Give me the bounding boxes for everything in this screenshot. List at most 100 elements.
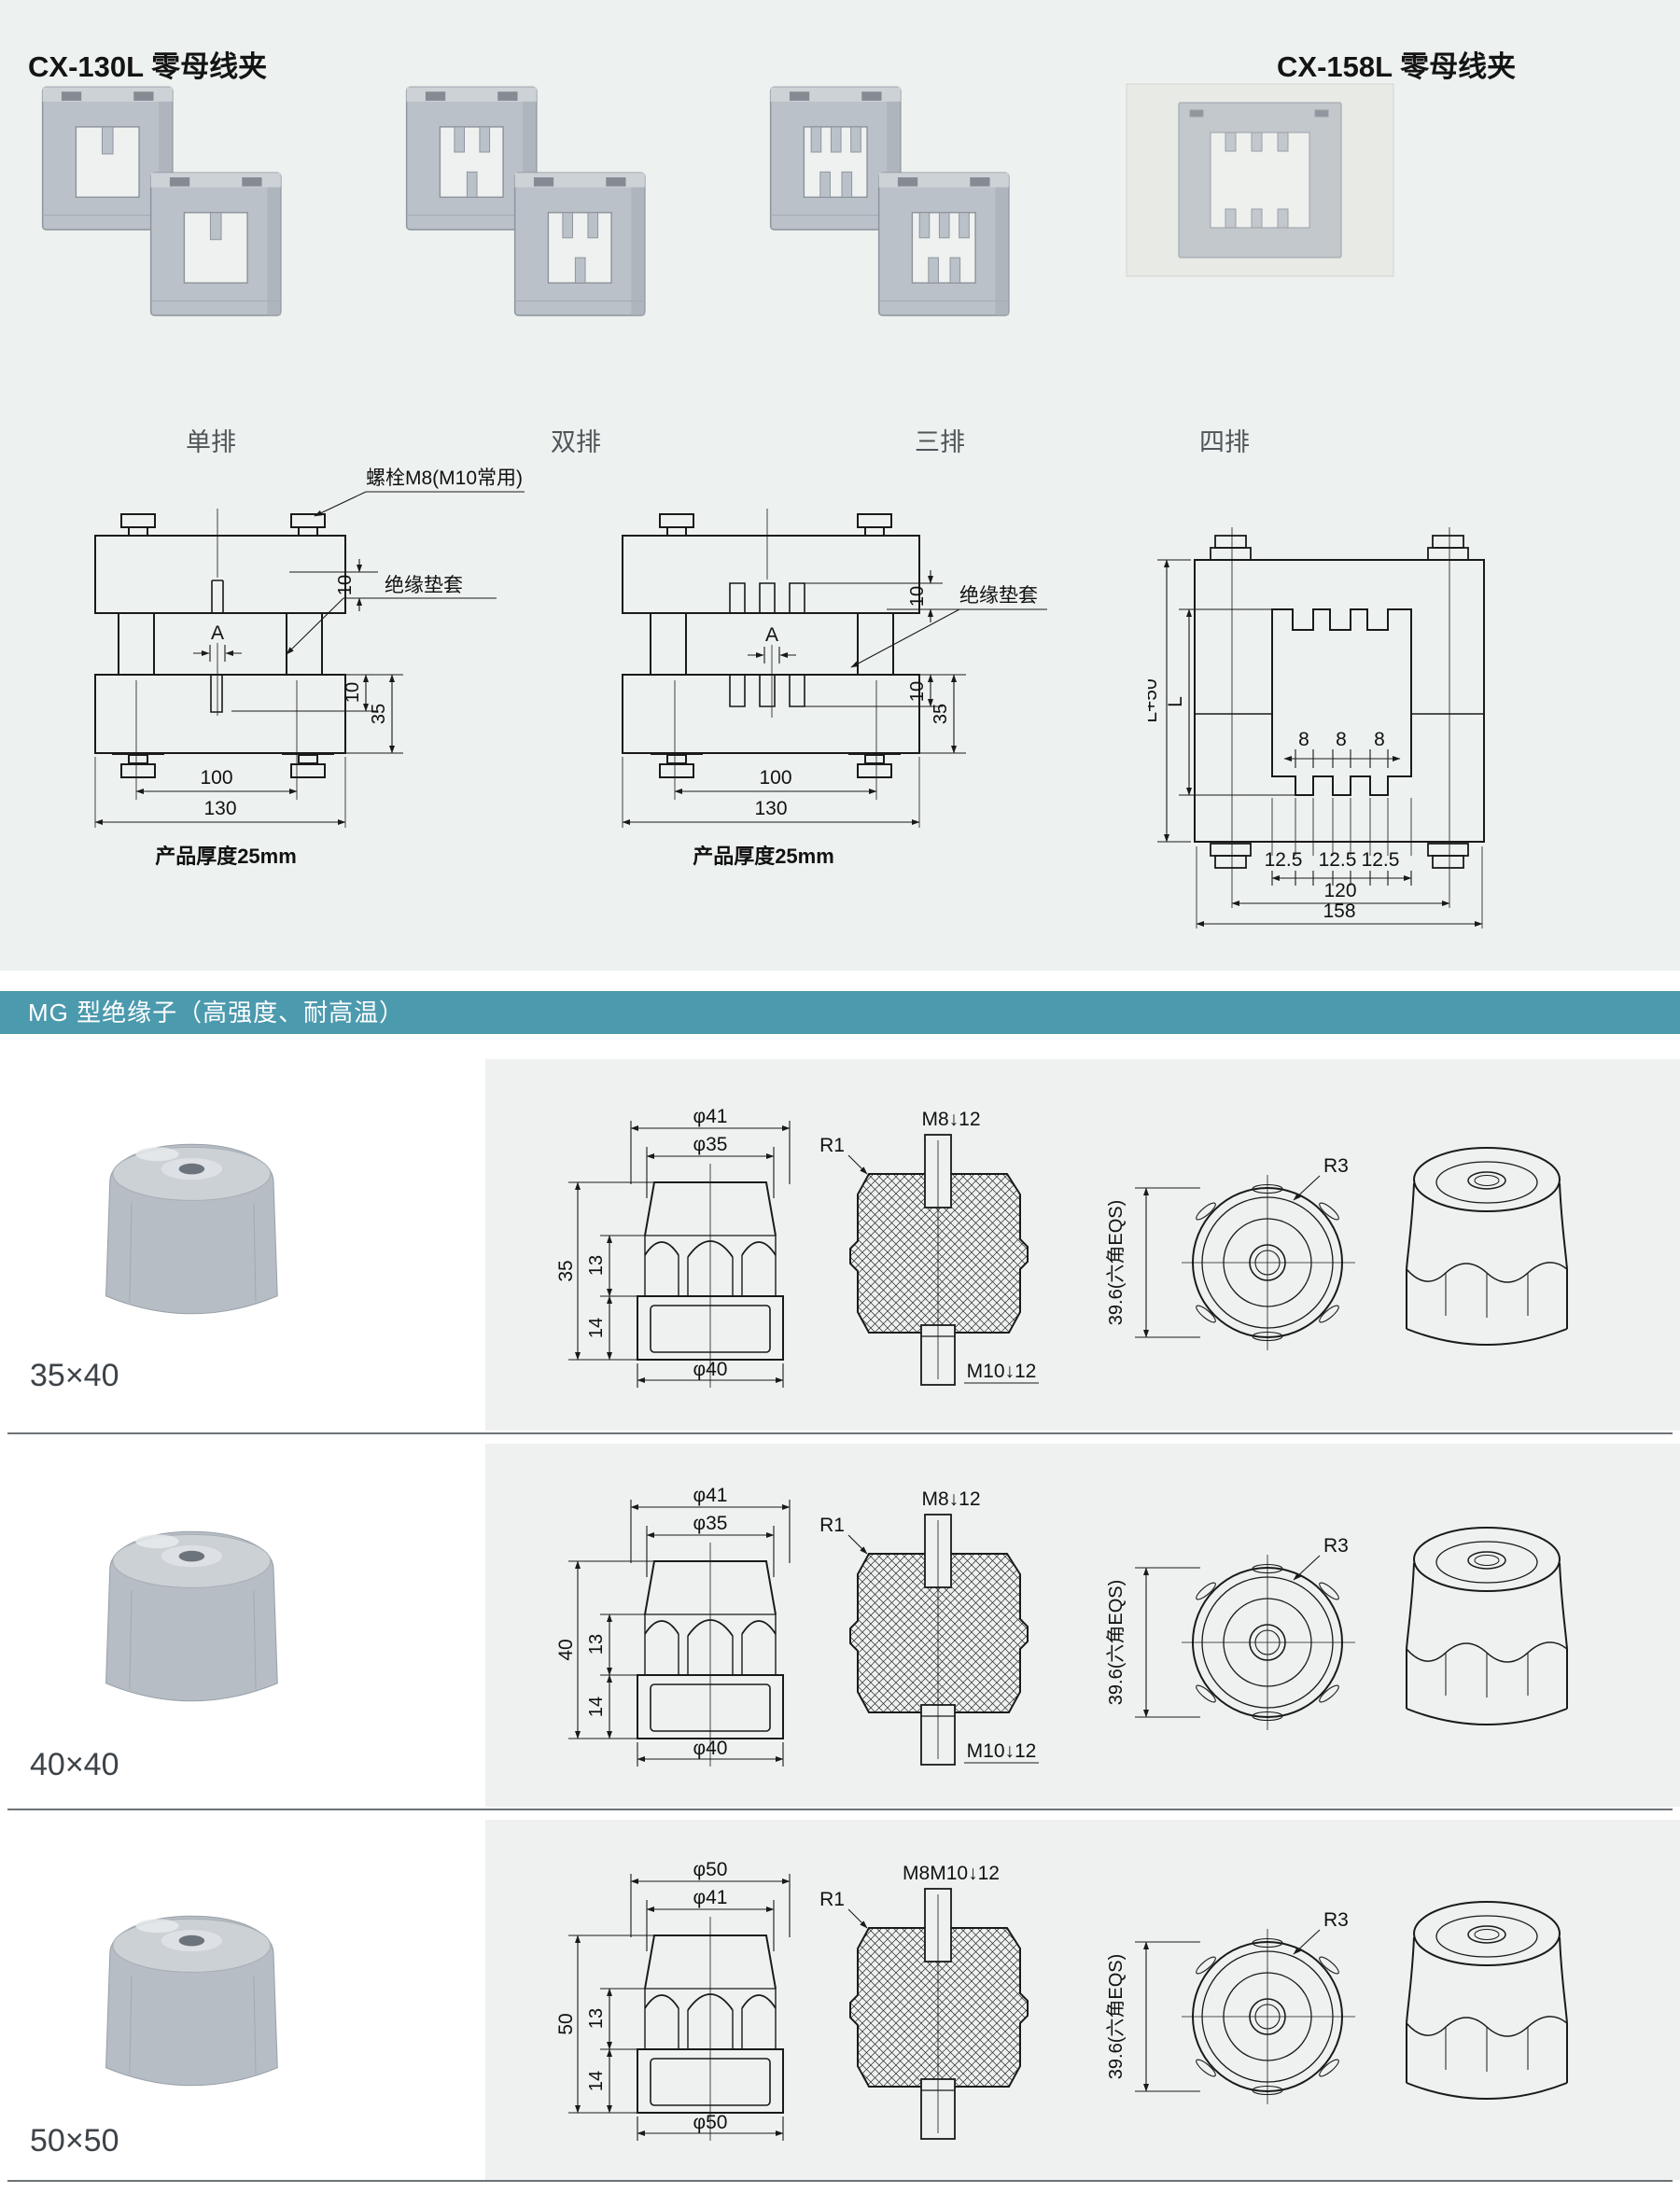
stud-bottom-label: M10↓12 [967, 1361, 1037, 1382]
dim-height: 50 [555, 2013, 577, 2034]
insulator-photo-35x40 [105, 1143, 278, 1315]
dim-130-label: 130 [203, 798, 236, 819]
r1-label: R1 [819, 1889, 845, 1910]
hex-dim-label: 39.6(六角EQS) [1105, 1580, 1127, 1705]
row-divider [7, 1432, 1673, 1434]
dim-10-label: 10 [907, 681, 928, 702]
r3-label: R3 [1323, 1155, 1349, 1177]
dim-100-label: 100 [759, 767, 791, 789]
mg-section-header: MG 型绝缘子（高强度、耐高温） [0, 991, 1680, 1034]
dim-a-label: A [765, 624, 778, 646]
dim-a-label: A [211, 622, 224, 644]
dim-dia-base: φ50 [693, 2112, 728, 2133]
stud-top-label: M8↓12 [921, 1488, 980, 1510]
drawing-cx158: L+50 L 8 8 8 12.5 12.5 12.5 120 158 [1148, 527, 1485, 929]
dim-dia-inner: φ35 [693, 1134, 728, 1155]
dim-8-label: 8 [1298, 729, 1309, 750]
insulator-photo-50x50 [105, 1915, 278, 2087]
dim-10-label: 10 [343, 682, 363, 703]
dim-130-label: 130 [754, 798, 787, 819]
drawing-cx130-double: 绝缘垫套 10 A 10 35 100 130 产品厚度25mm [622, 509, 1047, 868]
front-view: φ41 φ35 40 13 14 φ40 [555, 1485, 790, 1767]
stud-top-label: M8↓12 [921, 1109, 980, 1130]
product-photo-triple-row [769, 86, 1010, 316]
dim-14: 14 [586, 1697, 607, 1717]
drawing-panel-row1 [485, 1059, 1680, 1431]
product-photo-double-row [405, 86, 646, 316]
dim-dia-base: φ40 [693, 1359, 728, 1380]
dim-dia-base: φ40 [693, 1738, 728, 1759]
product-photo-single-row [41, 86, 282, 316]
row-divider [7, 1809, 1673, 1810]
sleeve-callout-label: 绝缘垫套 [959, 585, 1038, 607]
top-view: 39.6(六角EQS) R3 [1105, 1535, 1355, 1730]
iso-view [1406, 1147, 1568, 1346]
r1-label: R1 [819, 1515, 845, 1536]
title-cx130l: CX-130L 零母线夹 [28, 50, 268, 83]
variant-label-triple: 三排 [915, 428, 965, 456]
variant-label-double: 双排 [551, 428, 601, 456]
top-view: 39.6(六角EQS) R3 [1105, 1909, 1355, 2104]
dim-dia-inner: φ35 [693, 1513, 728, 1534]
dim-125-label: 12.5 [1265, 849, 1303, 871]
dim-dia-outer: φ41 [693, 1106, 728, 1127]
drawing-panel-row2 [485, 1444, 1680, 1807]
dim-dia-outer: φ41 [693, 1485, 728, 1506]
insulator-drawings-row2: φ41 φ35 40 13 14 φ40 R1 M8↓12 M10↓12 39.… [555, 1485, 1568, 1808]
size-label-35x40: 35×40 [30, 1358, 119, 1393]
front-view: φ50 φ41 50 13 14 φ50 [555, 1859, 790, 2141]
title-cx158l: CX-158L 零母线夹 [1277, 50, 1517, 83]
dim-height: 40 [555, 1639, 577, 1660]
product-photo-quad-row [1126, 83, 1394, 277]
dim-35-label: 35 [931, 704, 951, 724]
dim-125-label: 12.5 [1362, 849, 1400, 871]
variant-label-single: 单排 [186, 428, 236, 456]
dim-13: 13 [586, 2008, 607, 2029]
dim-14: 14 [586, 2071, 607, 2091]
top-view: 39.6(六角EQS) R3 [1105, 1155, 1355, 1350]
dim-8-label: 8 [1336, 729, 1347, 750]
thickness-caption: 产品厚度25mm [155, 845, 297, 868]
row-divider [7, 2180, 1673, 2182]
dim-120-label: 120 [1323, 880, 1356, 901]
iso-view [1406, 1527, 1568, 1725]
r3-label: R3 [1323, 1535, 1349, 1557]
front-view: φ41 φ35 35 13 14 φ40 [555, 1106, 790, 1388]
stud-bottom-label: M10↓12 [967, 1740, 1037, 1762]
dim-sleeve-10: 10 [907, 586, 928, 607]
insulator-photo-40x40 [105, 1530, 278, 1702]
dim-100-label: 100 [200, 767, 232, 789]
dim-l-label: L [1165, 696, 1186, 707]
hex-dim-label: 39.6(六角EQS) [1105, 1200, 1127, 1325]
dim-dia-inner: φ41 [693, 1887, 728, 1908]
iso-view [1406, 1901, 1568, 2100]
variant-label-quad: 四排 [1199, 428, 1250, 456]
insulator-drawings-row1: φ41 φ35 35 13 14 φ40 R1 M8↓12 M10↓12 39.… [555, 1106, 1568, 1432]
drawing-panel-row3 [485, 1820, 1680, 2180]
section-view: R1 M8↓12 M10↓12 [819, 1109, 1039, 1385]
bolt-callout-label: 螺栓M8(M10常用) [366, 468, 523, 489]
size-label-50x50: 50×50 [30, 2123, 119, 2158]
dim-l50-label: L+50 [1148, 678, 1161, 722]
sleeve-callout-label: 绝缘垫套 [385, 575, 463, 596]
dim-158-label: 158 [1323, 901, 1355, 922]
drawing-cx130-single: 螺栓M8(M10常用) 绝缘垫套 10 A 10 35 [94, 468, 525, 868]
section-view: R1 M8↓12 M10↓12 [819, 1488, 1039, 1765]
dim-13: 13 [586, 1255, 607, 1276]
insulator-drawings-row3: φ50 φ41 50 13 14 φ50 R1 M8M10↓12 39.6(六角… [555, 1859, 1568, 2180]
r3-label: R3 [1323, 1909, 1349, 1931]
dim-sleeve-10: 10 [335, 575, 356, 595]
thickness-caption: 产品厚度25mm [693, 845, 834, 868]
dim-125-label: 12.5 [1319, 849, 1357, 871]
dim-35-label: 35 [369, 704, 389, 724]
mg-section-title: MG 型绝缘子（高强度、耐高温） [28, 999, 405, 1027]
hex-dim-label: 39.6(六角EQS) [1105, 1954, 1127, 2079]
r1-label: R1 [819, 1135, 845, 1156]
size-label-40x40: 40×40 [30, 1747, 119, 1782]
cx-clamps-section: CX-130L 零母线夹 CX-158L 零母线夹 单排 双排 三排 四排 螺栓… [0, 0, 1680, 971]
dim-13: 13 [586, 1634, 607, 1655]
dim-8-label: 8 [1374, 729, 1385, 750]
stud-top-label: M8M10↓12 [903, 1863, 1000, 1884]
dim-height: 35 [555, 1260, 577, 1281]
